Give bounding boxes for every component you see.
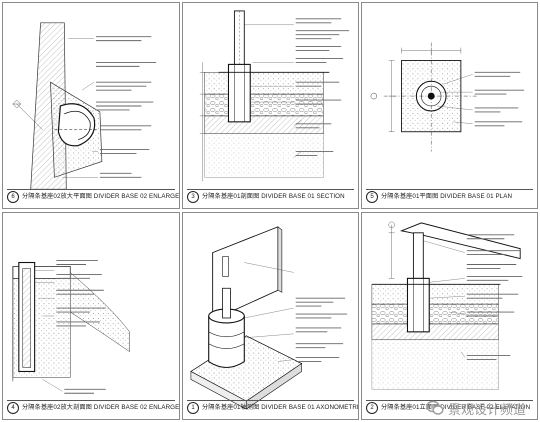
panel-title-bar: 5 分隔条基座01平面图 DIVIDER BASE 01 PLAN xyxy=(366,189,533,204)
panel-divider-base-01-axonometric: 1 分隔条基座01轴测图 DIVIDER BASE 01 AXONOMETRIC xyxy=(182,212,359,420)
watermark-text: 景观设计频道 xyxy=(448,403,527,418)
detail-drawing-elevation xyxy=(371,221,523,390)
panel-title-bar: 4 分隔条基座02放大剖面图 DIVIDER BASE 02 ENLARGEME… xyxy=(7,400,179,415)
detail-number: 1 xyxy=(187,402,199,414)
panel-divider-base-02-enlargement-section: 4 分隔条基座02放大剖面图 DIVIDER BASE 02 ENLARGEME… xyxy=(2,212,180,420)
wechat-icon xyxy=(426,400,444,415)
panel-title: 分隔条基座01平面图 DIVIDER BASE 01 PLAN xyxy=(381,193,513,200)
detail-number: 6 xyxy=(7,191,19,203)
watermark: 景观设计频道 xyxy=(426,398,536,418)
detail-drawing-enlargement-section xyxy=(12,260,130,394)
panel-title-bar: 2 分隔条基座01立面图 DIVIDER BASE 02 ELEVATION xyxy=(366,400,533,415)
detail-drawing-enlargement xyxy=(12,22,157,190)
panel-title-bar: 1 分隔条基座01轴测图 DIVIDER BASE 01 AXONOMETRIC xyxy=(187,400,358,415)
panel-title-bar: 3 分隔条基座01剖面图 DIVIDER BASE 01 SECTION xyxy=(187,189,354,204)
detail-number: 2 xyxy=(366,402,378,414)
panel-divider-base-01-plan: 5 分隔条基座01平面图 DIVIDER BASE 01 PLAN xyxy=(361,2,538,209)
detail-drawing-section xyxy=(199,10,350,182)
panel-title: 分隔条基座01立面图 DIVIDER BASE 02 ELEVATION xyxy=(381,404,531,411)
panel-title: 分隔条基座02放大剖面图 DIVIDER BASE 02 ENLARGEMENT… xyxy=(22,404,180,411)
detail-number: 3 xyxy=(187,191,199,203)
detail-drawing-plan xyxy=(370,42,525,152)
panel-divider-base-02-elevation: 2 分隔条基座01立面图 DIVIDER BASE 02 ELEVATION xyxy=(361,212,538,420)
panel-title: 分隔条基座02放大平面图 DIVIDER BASE 02 ENLARGEMENT xyxy=(22,193,180,200)
panel-divider-base-02-enlargement: 6 分隔条基座02放大平面图 DIVIDER BASE 02 ENLARGEME… xyxy=(2,2,180,209)
panel-title-bar: 6 分隔条基座02放大平面图 DIVIDER BASE 02 ENLARGEME… xyxy=(7,189,179,204)
detail-drawing-axonometric xyxy=(190,226,348,410)
detail-number: 4 xyxy=(7,402,19,414)
detail-number: 5 xyxy=(366,191,378,203)
panel-title: 分隔条基座01剖面图 DIVIDER BASE 01 SECTION xyxy=(202,193,345,200)
panel-title: 分隔条基座01轴测图 DIVIDER BASE 01 AXONOMETRIC xyxy=(202,404,359,411)
panel-divider-base-01-section: 3 分隔条基座01剖面图 DIVIDER BASE 01 SECTION xyxy=(182,2,359,209)
